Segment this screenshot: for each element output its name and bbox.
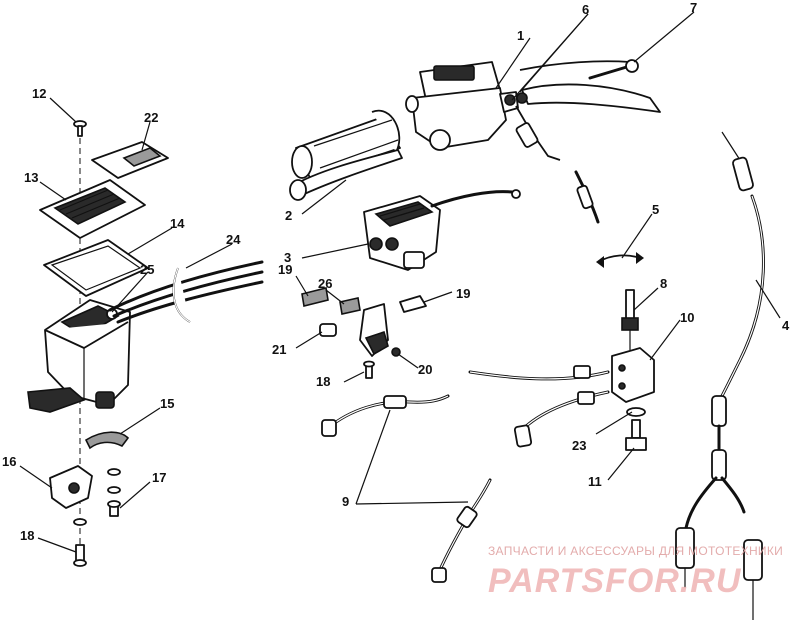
washer-18 [73,518,87,526]
callout-22: 22 [144,110,158,125]
banjo-fitting-6 [504,92,561,161]
shim-15 [84,431,130,450]
brake-lever-right [519,60,661,113]
watermark-brand: PARTSFOR.RU [488,562,742,600]
part-21 [319,323,337,337]
watermark-tagline: ЗАПЧАСТИ И АКСЕССУАРЫ ДЛЯ МОТОТЕХНИКИ [488,544,783,558]
master-cylinder-1 [405,61,519,151]
brake-lever-left [289,149,403,201]
callout-10: 10 [680,310,694,325]
callout-1: 1 [517,28,524,43]
handlebar-assembly [289,59,661,201]
screw-18-left [73,544,87,567]
washer-23 [626,407,646,417]
callout-21: 21 [272,342,286,357]
pin-7 [588,59,639,80]
callout-23: 23 [572,438,586,453]
washer-17a [107,468,121,476]
callout-18-left: 18 [20,528,34,543]
callout-12: 12 [32,86,46,101]
callout-4: 4 [782,318,790,333]
callout-5: 5 [652,202,659,217]
callout-19-left: 19 [278,262,292,277]
screw-18-middle [363,360,375,379]
throttle-cable-4 [675,131,765,620]
callout-16: 16 [2,454,16,469]
throttle-housing-assembly [27,120,264,567]
callout-7: 7 [690,0,697,15]
callout-17: 17 [152,470,166,485]
part-19-right [399,295,427,313]
watermark: ЗАПЧАСТИ И АКСЕССУАРЫ ДЛЯ МОТОТЕХНИКИ PA… [488,544,783,600]
callout-13: 13 [24,170,38,185]
callout-15: 15 [160,396,174,411]
screw-12 [73,120,87,137]
housing-body [27,299,131,413]
callout-25: 25 [140,262,154,277]
callout-11: 11 [588,474,602,489]
handlebar-grip [291,109,401,179]
callout-26: 26 [318,276,332,291]
wire-loom-24 [108,260,264,324]
callout-9: 9 [342,494,349,509]
gasket-14 [43,239,149,297]
bolt-11 [625,419,647,451]
callout-3: 3 [284,250,291,265]
callout-8: 8 [660,276,667,291]
callout-24: 24 [226,232,241,247]
junction-block-10 [611,347,655,403]
fitting-8 [621,289,639,350]
decal-22 [91,141,169,179]
callout-20: 20 [418,362,432,377]
callout-2: 2 [285,208,292,223]
part-19-left [301,287,329,307]
cover-13 [39,179,146,239]
callout-19-right: 19 [456,286,470,301]
brake-lines [321,289,655,583]
callout-6: 6 [582,2,589,17]
callout-labels: 1 2 3 4 5 6 7 8 9 10 11 12 13 14 15 16 1… [2,0,790,543]
switch-assembly-3 [363,189,521,271]
clamp-16 [49,465,93,509]
callout-18-middle: 18 [316,374,330,389]
washer-17b [107,486,121,494]
screw-17 [107,500,121,517]
callout-14: 14 [170,216,185,231]
small-parts-middle [301,170,644,379]
leader-lines [19,11,781,553]
part-26 [339,297,361,315]
